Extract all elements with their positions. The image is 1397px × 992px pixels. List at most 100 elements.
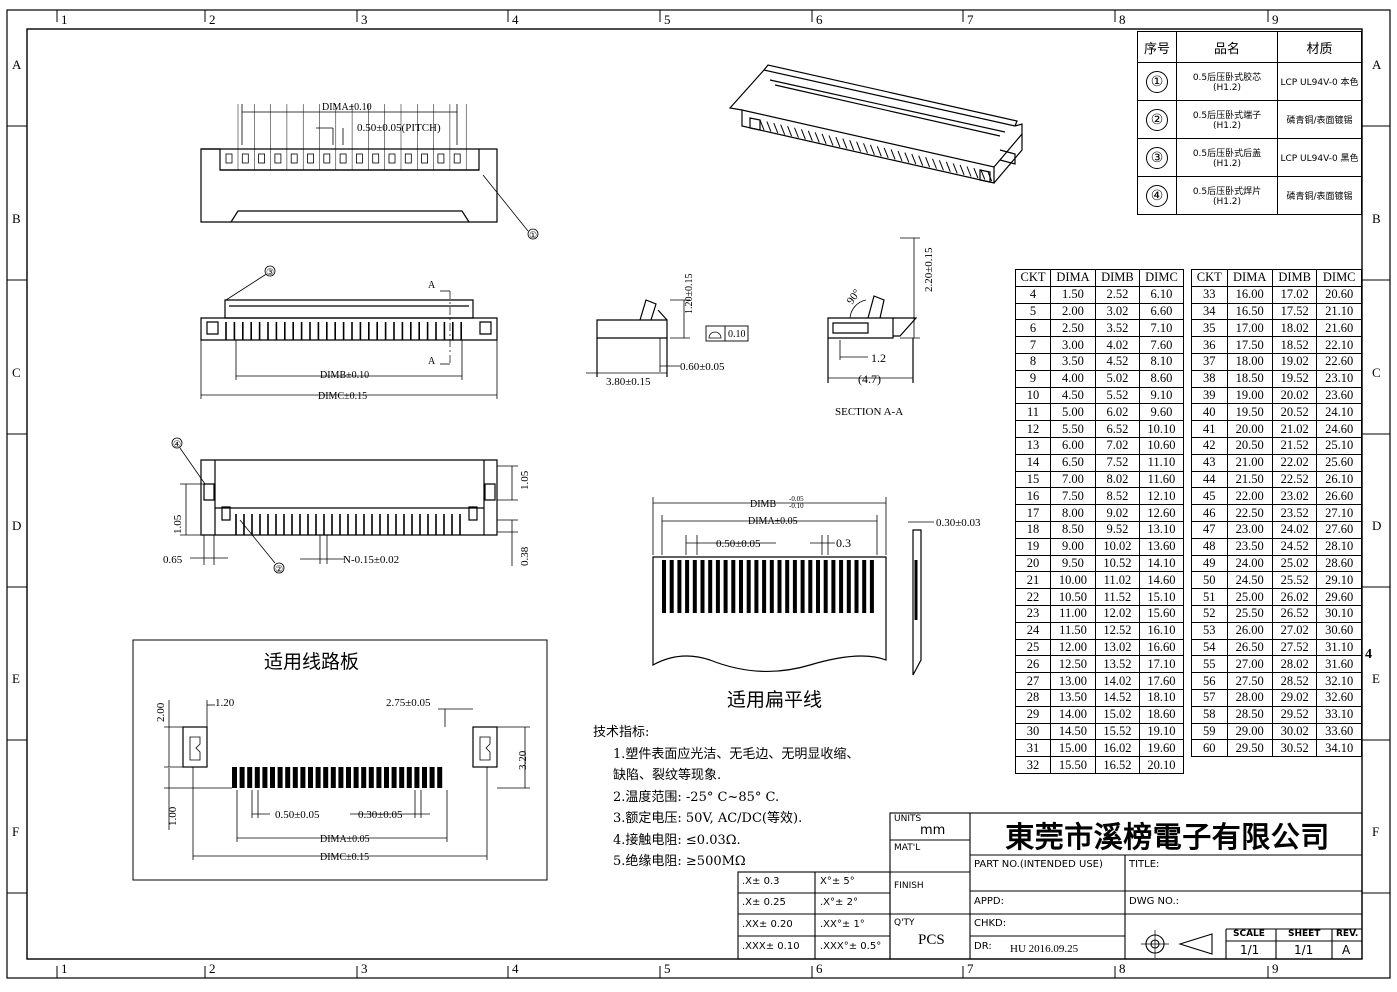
dim-cell: 15 <box>1014 470 1052 489</box>
zone-col-bottom-4: 4 <box>512 961 519 976</box>
zone-col-top-5: 5 <box>664 12 671 27</box>
zone-row-left-B: B <box>12 211 21 226</box>
scale-label: SCALE <box>1233 929 1265 939</box>
zone-col-bottom-2: 2 <box>209 961 216 976</box>
zone-col-bottom-8: 8 <box>1119 961 1126 976</box>
tol-linear-2: .XX± 0.20 <box>742 919 793 930</box>
dim-cell: 13.10 <box>1138 520 1185 539</box>
dim-cell: 25.50 <box>1226 604 1273 623</box>
dim-cell: 7.50 <box>1050 487 1096 506</box>
dim-cell: 32.60 <box>1316 688 1362 707</box>
zone-col-bottom-1: 1 <box>61 961 68 976</box>
dim-pcb-dima: DIMA±0.05 <box>320 834 370 845</box>
dim-cell: 2.50 <box>1050 319 1096 338</box>
dim-cell: 16.60 <box>1138 638 1185 657</box>
dim-cell: 58 <box>1191 705 1228 724</box>
dim-cell: 24.60 <box>1316 420 1362 438</box>
title-block-frame <box>737 812 1363 960</box>
dim-cell: 7.60 <box>1138 336 1185 354</box>
dim-cell: 28 <box>1014 688 1052 707</box>
dim-cell: 22.00 <box>1226 487 1273 506</box>
dim-cell: 18.10 <box>1138 688 1185 707</box>
dim-cell: 16.52 <box>1094 756 1140 774</box>
dim-cell: 14.50 <box>1050 722 1096 741</box>
note-line: 3.额定电压: 50V, AC/DC(等效). <box>613 811 803 826</box>
dim-cell: 23.52 <box>1271 504 1318 522</box>
dim-side-t: 0.60±0.05 <box>680 361 725 373</box>
section-mark-a-top: A <box>428 280 436 291</box>
dim-cell: 17.60 <box>1138 672 1185 690</box>
dim-cell: 28.10 <box>1316 537 1362 556</box>
dim-cell: 4.02 <box>1094 336 1140 354</box>
dim-cell: 21.60 <box>1316 319 1362 338</box>
dim-cell: 7.52 <box>1094 453 1140 472</box>
dim-cell: 25.60 <box>1316 453 1362 472</box>
dim-cell: 27.00 <box>1226 655 1273 674</box>
dim-cell: 8.60 <box>1138 369 1185 388</box>
dim-cell: 3.50 <box>1050 352 1096 371</box>
dim-cell: 26.52 <box>1271 604 1318 623</box>
dim-cell: 13.60 <box>1138 537 1185 556</box>
dim-cell: 24.52 <box>1271 537 1318 556</box>
zone-row-right-E: E <box>1372 671 1380 686</box>
dim-cell: 21 <box>1014 571 1052 590</box>
zone-row-right-B: B <box>1372 211 1381 226</box>
dim-cell: 50 <box>1191 571 1228 590</box>
dim-cell: 20.10 <box>1138 756 1185 774</box>
dim-cell: 19.52 <box>1271 369 1318 388</box>
tol-linear-0: .X± 0.3 <box>742 876 780 887</box>
dim-cell: 4 <box>1014 285 1052 304</box>
dim-cell: 33 <box>1191 285 1228 304</box>
fpc-title: 适用扁平线 <box>727 689 822 711</box>
dim-cell: 12.52 <box>1094 621 1140 640</box>
dim-cell: 11.10 <box>1138 453 1185 472</box>
dim-cell: 23.02 <box>1271 487 1318 506</box>
dim-cell: 55 <box>1191 655 1228 674</box>
dim-cell: 10.10 <box>1138 420 1185 438</box>
tol-angular-3: .XXX°± 0.5° <box>820 941 882 952</box>
dim-cell: 29.50 <box>1226 739 1273 758</box>
dim-cell: 59 <box>1191 722 1228 741</box>
balloon-label: ④ <box>173 439 181 449</box>
dim-cell: 53 <box>1191 621 1228 640</box>
dim-cell: 6.52 <box>1094 420 1140 438</box>
dim-bot-105-right: 1.05 <box>519 470 531 490</box>
zone-row-right-A: A <box>1372 57 1382 72</box>
dim-cell: 38 <box>1191 369 1228 388</box>
units-value: mm <box>920 823 946 838</box>
zone-col-bottom-3: 3 <box>361 961 368 976</box>
dim-bot-038: 0.38 <box>519 546 531 566</box>
dim-cell: 3.52 <box>1094 319 1140 338</box>
dim-cell: 8 <box>1014 352 1052 371</box>
dim-dima-top: DIMA±0.10 <box>322 102 372 113</box>
dim-cell: 17.02 <box>1271 285 1318 304</box>
pcb-view <box>132 639 548 881</box>
dim-cell: 31 <box>1014 739 1052 758</box>
bom-header-material: 材质 <box>1277 31 1362 63</box>
dim-cell: 36 <box>1191 336 1228 354</box>
dim-cell: 22.60 <box>1316 352 1362 371</box>
dim-cell: 20.50 <box>1226 436 1273 455</box>
dim-cell: 15.50 <box>1050 756 1096 774</box>
dim-pcb-030: 0.30±0.05 <box>358 809 403 821</box>
dim-cell: 9 <box>1014 369 1052 388</box>
dim-cell: 13.00 <box>1050 672 1096 690</box>
dim-cell: 19.02 <box>1271 352 1318 371</box>
dim-pcb-050: 0.50±0.05 <box>275 809 320 821</box>
scale-value: 1/1 <box>1240 943 1260 957</box>
dim-dimb-front: DIMB±0.10 <box>320 370 369 381</box>
dim-cell: 30.60 <box>1316 621 1362 640</box>
company-name: 東莞市溪榜電子有限公司 <box>1005 820 1330 854</box>
